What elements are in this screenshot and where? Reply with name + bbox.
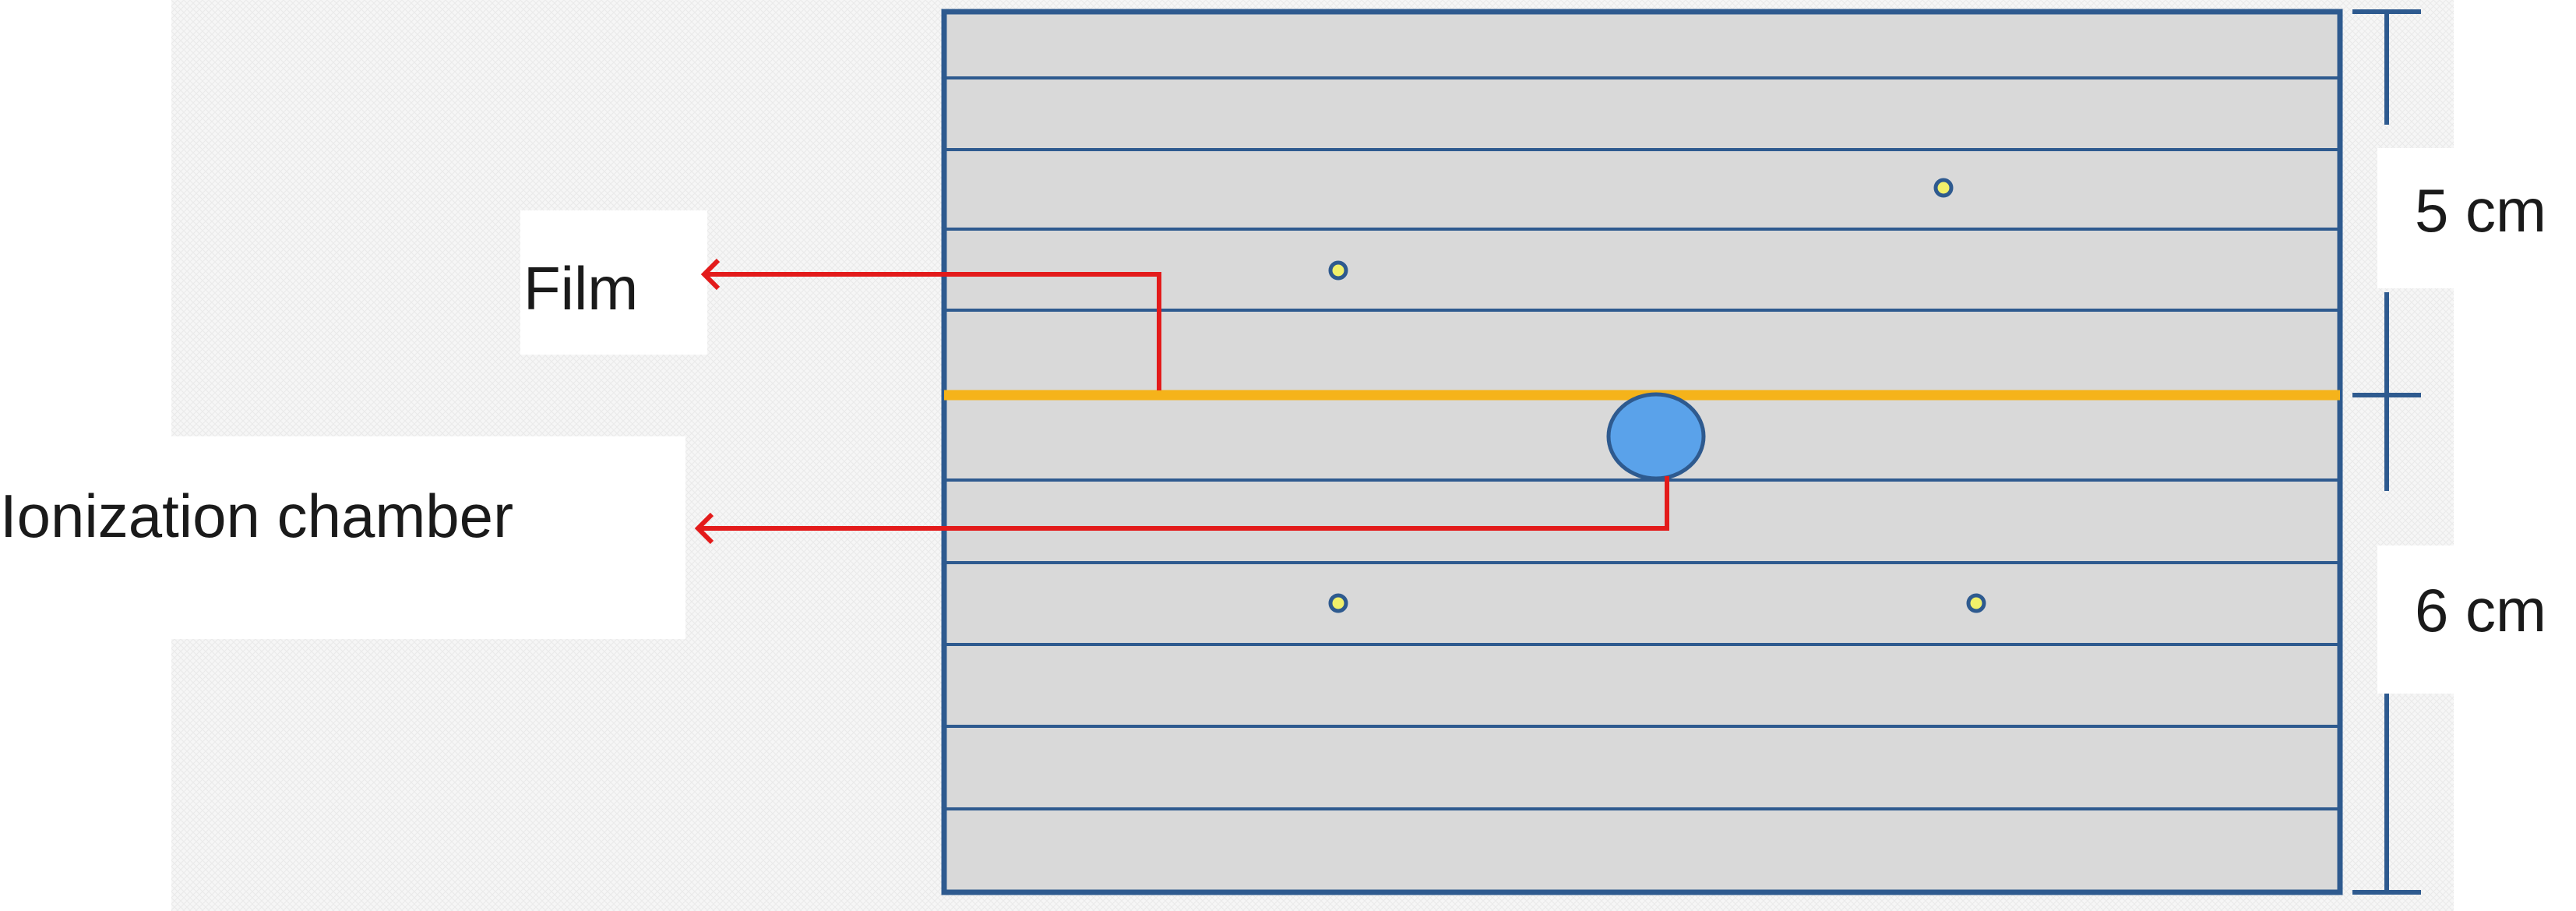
slab-lines: [944, 76, 2340, 810]
film-pointer-arrow: [705, 272, 1161, 390]
ionization-chamber-label: Ionization chamber: [0, 482, 513, 550]
dimension-markers: [2352, 9, 2421, 895]
marker-dot: [1933, 178, 1954, 198]
film-arrowhead: [700, 258, 721, 291]
marker-dot: [1328, 593, 1348, 613]
film-label: Film: [523, 254, 638, 323]
lower-distance-label: 6 cm: [2415, 576, 2546, 644]
markers: [1328, 178, 1986, 613]
ionization-chamber: [1606, 392, 1706, 481]
pointer-arrows: [694, 258, 1669, 545]
chamber-arrowhead: [694, 512, 714, 545]
marker-dot: [1966, 593, 1986, 613]
upper-distance-label: 5 cm: [2415, 176, 2546, 245]
chamber-pointer-arrow: [697, 476, 1669, 531]
marker-dot: [1328, 260, 1348, 281]
